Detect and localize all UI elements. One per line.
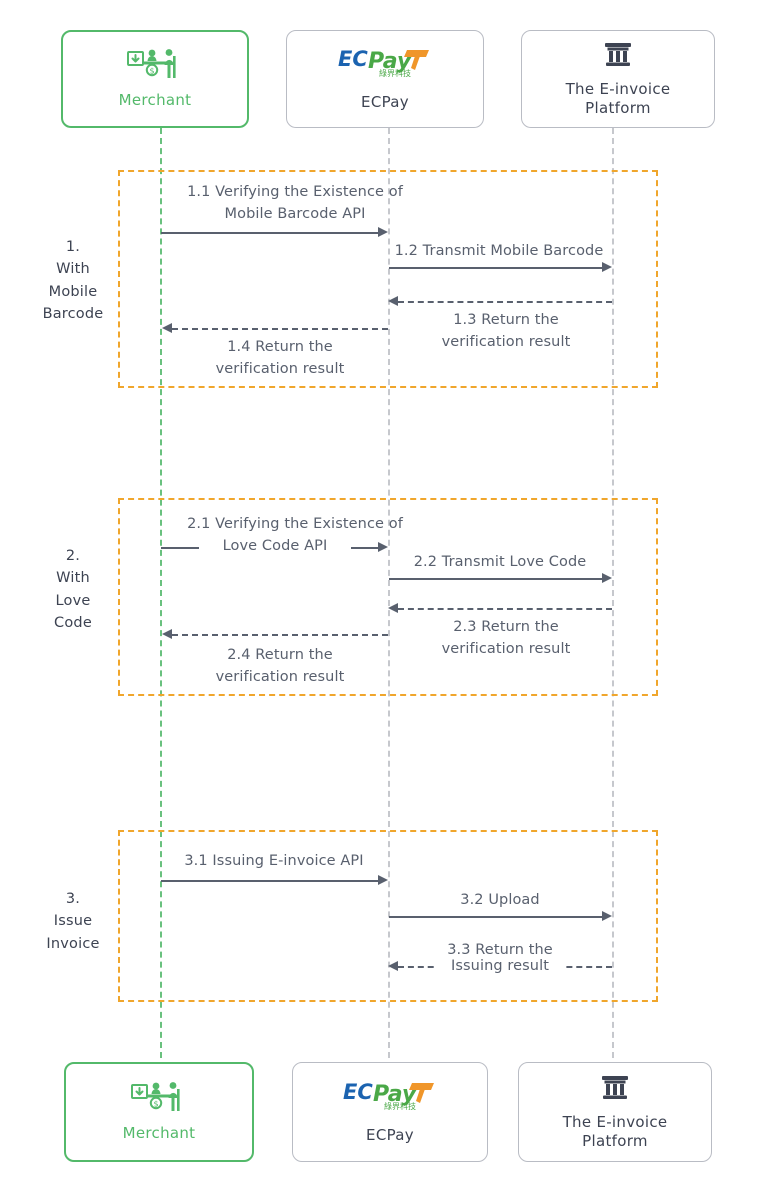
- message-arrowhead-3-3: [388, 960, 398, 971]
- message-arrowhead-1-1: [378, 226, 388, 237]
- message-text-2-1: 2.1 Verifying the Existence of: [187, 516, 403, 532]
- lifeline-platform: [612, 128, 614, 1058]
- store-counter-icon: $: [127, 48, 183, 84]
- phase-frame-3: [118, 830, 658, 1002]
- ecpay-logo-icon: EC Pay 綠界科技: [337, 47, 433, 84]
- message-line-1-1: [161, 232, 378, 234]
- actor-label-platform-line1: The E-invoice: [565, 79, 671, 98]
- actor-ecpay-bottom[interactable]: EC Pay 綠界科技 ECPay: [292, 1062, 488, 1162]
- svg-text:綠界科技: 綠界科技: [384, 1101, 416, 1111]
- message-text-2-1-line2: Love Code API: [199, 536, 351, 558]
- svg-text:EC: EC: [343, 1080, 373, 1104]
- message-text-1-3: 1.3 Return the verification result: [441, 312, 571, 350]
- phase-2-line-1: 2.: [65, 548, 81, 564]
- svg-text:Pay: Pay: [368, 49, 413, 74]
- message-line-3-1: [161, 880, 378, 882]
- actor-platform-bottom[interactable]: The E-invoice Platform: [518, 1062, 712, 1162]
- phase-label-3: 3. Issue Invoice: [30, 888, 116, 955]
- actor-merchant-top[interactable]: $ Merchant: [61, 30, 249, 128]
- phase-1-line-3: Mobile: [48, 283, 98, 300]
- lifeline-merchant: [160, 128, 162, 1058]
- svg-text:$: $: [153, 1100, 158, 1109]
- phase-frame-1: [118, 170, 658, 388]
- message-line-1-2: [389, 267, 602, 269]
- phase-2-line-2: With: [56, 570, 90, 587]
- message-arrowhead-3-2: [602, 910, 612, 921]
- phase-frame-2: [118, 498, 658, 696]
- message-text-1-4: 1.4 Return the verification result: [215, 339, 345, 377]
- store-counter-icon: $: [131, 1081, 187, 1117]
- phase-2-line-4: Code: [54, 615, 92, 632]
- phase-3-line-3: Invoice: [46, 935, 100, 952]
- bank-building-icon: [600, 1074, 630, 1106]
- message-line-2-4: [172, 634, 388, 636]
- actor-platform-top[interactable]: The E-invoice Platform: [521, 30, 715, 128]
- phase-1-line-1: 1.: [65, 239, 81, 255]
- message-arrowhead-1-3: [388, 295, 398, 306]
- message-arrowhead-3-1: [378, 874, 388, 885]
- phase-1-line-2: With: [56, 261, 90, 278]
- svg-text:EC: EC: [338, 47, 368, 71]
- message-arrowhead-2-1: [378, 541, 388, 552]
- message-line-2-3: [398, 608, 612, 610]
- message-text-3-2: 3.2 Upload: [460, 892, 540, 908]
- actor-ecpay-top[interactable]: EC Pay 綠界科技 ECPay: [286, 30, 484, 128]
- message-text-2-3: 2.3 Return the verification result: [441, 619, 571, 657]
- phase-1-line-4: Barcode: [42, 306, 104, 323]
- lifeline-ecpay: [388, 128, 390, 1058]
- message-text-3-3-line2: Issuing result: [435, 956, 565, 978]
- message-arrowhead-1-2: [602, 261, 612, 272]
- actor-label-merchant: Merchant: [122, 1124, 196, 1143]
- svg-text:綠界科技: 綠界科技: [379, 68, 411, 78]
- actor-label-platform-line2: Platform: [582, 1131, 648, 1150]
- phase-label-2: 2. With Love Code: [30, 545, 116, 635]
- message-line-1-3: [398, 301, 612, 303]
- message-text-2-2: 2.2 Transmit Love Code: [413, 554, 587, 570]
- ecpay-logo-icon: EC Pay 綠界科技: [342, 1080, 438, 1117]
- phase-3-line-2: Issue: [53, 913, 93, 930]
- message-text-1-1: 1.1 Verifying the Existence of Mobile Ba…: [187, 184, 403, 222]
- svg-text:$: $: [149, 67, 154, 76]
- message-arrowhead-2-3: [388, 602, 398, 613]
- actor-label-ecpay: ECPay: [366, 1125, 414, 1144]
- message-text-3-1: 3.1 Issuing E-invoice API: [184, 853, 364, 869]
- phase-3-line-1: 3.: [65, 891, 81, 907]
- message-arrowhead-2-4: [162, 628, 172, 639]
- phase-2-line-3: Love: [55, 592, 91, 609]
- message-line-3-2: [389, 916, 602, 918]
- message-arrowhead-1-4: [162, 322, 172, 333]
- message-arrowhead-2-2: [602, 572, 612, 583]
- actor-merchant-bottom[interactable]: $ Merchant: [64, 1062, 254, 1162]
- actor-label-platform-line2: Platform: [585, 98, 651, 117]
- message-line-2-2: [389, 578, 602, 580]
- message-text-2-4: 2.4 Return the verification result: [215, 647, 345, 685]
- phase-label-1: 1. With Mobile Barcode: [30, 236, 116, 326]
- actor-label-merchant: Merchant: [118, 91, 192, 110]
- message-text-1-2: 1.2 Transmit Mobile Barcode: [394, 243, 604, 259]
- bank-building-icon: [603, 41, 633, 73]
- actor-label-ecpay: ECPay: [361, 92, 409, 111]
- message-line-1-4: [172, 328, 388, 330]
- actor-label-platform-line1: The E-invoice: [562, 1112, 668, 1131]
- svg-text:Pay: Pay: [373, 1082, 418, 1107]
- message-text-3-3: 3.3 Return the: [447, 942, 553, 958]
